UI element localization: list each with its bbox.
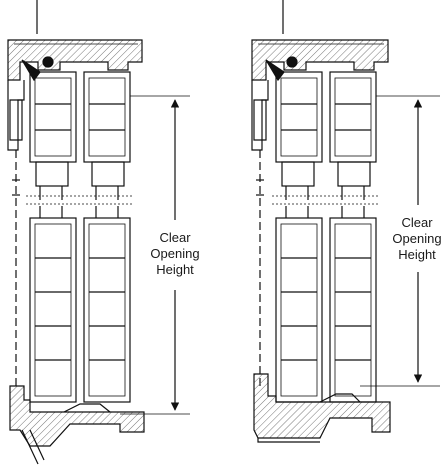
right-label-line-1: Clear [401, 215, 433, 230]
right-jamb [251, 80, 269, 151]
right-head-frame [251, 39, 389, 81]
right-label-line-3: Height [398, 247, 436, 262]
right-section-detail [251, 0, 440, 443]
left-panel-1 [29, 71, 77, 403]
right-sill-frame [253, 373, 391, 439]
right-break-lines [272, 195, 380, 205]
left-head-frame [7, 39, 143, 81]
left-jamb-block [9, 99, 23, 141]
right-panel-1 [275, 71, 323, 403]
left-label-line-1: Clear [159, 230, 191, 245]
left-panel-2 [83, 71, 131, 403]
left-section-detail [7, 0, 190, 465]
right-jamb-block [253, 99, 267, 141]
left-label-line-3: Height [156, 262, 194, 277]
right-label-line-2: Opening [392, 231, 441, 246]
right-head-fastener [286, 56, 298, 68]
left-label-line-2: Opening [150, 246, 199, 261]
left-head-fastener [42, 56, 54, 68]
left-sill-frame [9, 385, 145, 447]
left-sill-flange [21, 429, 45, 465]
right-sill-flange [257, 438, 320, 443]
left-jamb [7, 80, 25, 151]
right-panel-2 [329, 71, 377, 403]
left-break-lines [26, 195, 134, 205]
